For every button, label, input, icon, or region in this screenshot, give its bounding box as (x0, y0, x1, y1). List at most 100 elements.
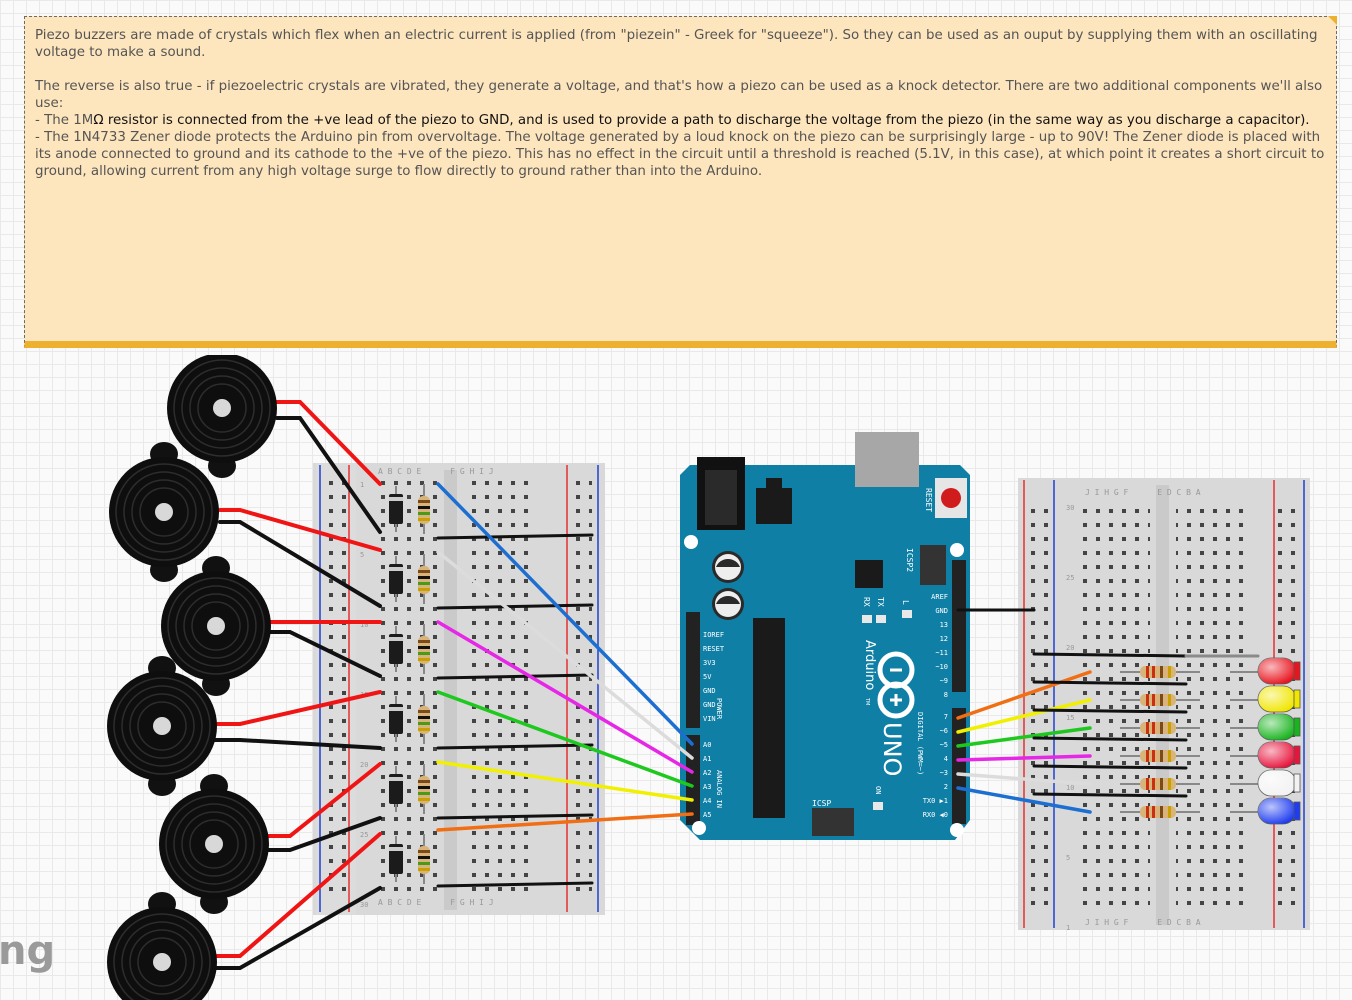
analog-header (686, 735, 700, 825)
arduino-brand: Arduino (862, 640, 877, 690)
piezo-buzzer (107, 892, 217, 1000)
digital-pin-label: 7 (944, 713, 948, 721)
note-corner (1328, 16, 1337, 25)
row-number: 1 (1066, 924, 1070, 932)
digital-pin-label: ~10 (935, 663, 948, 671)
note-resistor-prefix: - The 1M (35, 113, 94, 128)
resistor-1m (418, 834, 430, 884)
d4-wire (956, 754, 1092, 762)
resistor-1m (418, 764, 430, 814)
analog-pin-label: A1 (703, 755, 711, 763)
led (1230, 685, 1301, 713)
zener-diode (389, 626, 403, 672)
row-number: 20 (1066, 644, 1074, 652)
uno-model: UNO (878, 722, 906, 776)
led-resistor (1120, 722, 1200, 734)
piezos-layer (107, 355, 277, 1000)
row-number: 10 (360, 621, 368, 629)
digital-pin-label: RX0 ◀0 (923, 811, 948, 819)
icsp2-header (920, 545, 946, 585)
piezo-lead-wire (266, 630, 382, 678)
row-number: 30 (1066, 504, 1074, 512)
trademark: TM (864, 697, 870, 705)
piezo-center (153, 717, 171, 735)
analog-pin-label: A2 (703, 769, 711, 777)
resistor-1m (418, 554, 430, 604)
row-number: 25 (360, 831, 368, 839)
digital-pin-label: ~3 (940, 769, 948, 777)
led-resistor (1120, 750, 1200, 762)
piezo-lead-wire (213, 832, 382, 958)
note-text: Piezo buzzers are made of crystals which… (35, 27, 1325, 180)
d5-wire (956, 726, 1092, 748)
digital-pin-label: ~11 (935, 649, 948, 657)
led (1230, 769, 1301, 797)
power-pin-label: 3V3 (703, 659, 716, 667)
row-number: 10 (1066, 784, 1074, 792)
description-note: Piezo buzzers are made of crystals which… (24, 16, 1337, 348)
piezo-buzzer (161, 556, 271, 696)
digital-header-high (952, 560, 966, 692)
piezo-lead-wire (266, 762, 382, 838)
piezo-lead-wire (213, 886, 382, 970)
note-paragraph-1: Piezo buzzers are made of crystals which… (35, 28, 1322, 60)
analog-pin-label: A4 (703, 797, 711, 805)
arduino-pin-labels: IOREFRESET3V35VGNDGNDVINA0A1A2A3A4A5AREF… (703, 593, 948, 819)
breadboard-left: A B C D E F G H I J A B C D E F G H I J … (313, 463, 605, 915)
piezo-center (155, 503, 173, 521)
row-number: 5 (360, 551, 364, 559)
analog-in-label: ANALOG IN (715, 770, 723, 808)
led-ground-jumper (1032, 764, 1188, 770)
breadboard-right-cols-top: J I H G F E D C B A (1085, 488, 1201, 497)
power-pin-label: VIN (703, 715, 716, 723)
piezo-buzzer (107, 656, 217, 796)
power-header (686, 612, 700, 728)
digital-header-low (952, 708, 966, 824)
rx-label: RX (862, 597, 871, 607)
components-layer (389, 484, 1301, 884)
piezo-buzzer (159, 774, 269, 914)
power-pin-label: IOREF (703, 631, 724, 639)
a2-wire (436, 620, 694, 774)
digital-pin-label: 4 (944, 755, 948, 763)
a4-wire (436, 760, 694, 802)
d7-wire (956, 670, 1092, 720)
led (1230, 741, 1301, 769)
icsp-label: ICSP (812, 799, 831, 808)
led-ground-jumper (1032, 708, 1188, 714)
arduino-uno-board: RESET ICSP2 TX RX L Arduino TM UNO ON IC… (680, 432, 970, 840)
resistor-1m (418, 624, 430, 674)
digital-pin-label: 2 (944, 783, 948, 791)
piezo-lead-wire (213, 690, 382, 726)
note-zener-line: - The 1N4733 Zener diode protects the Ar… (35, 130, 1329, 179)
digital-pin-label: GND (935, 607, 948, 615)
analog-pin-label: A0 (703, 741, 711, 749)
zener-diode (389, 766, 403, 812)
piezo-center (213, 399, 231, 417)
power-pin-label: GND (703, 687, 716, 695)
analog-pin-label: A3 (703, 783, 711, 791)
ground-jumper-wire (436, 603, 594, 610)
piezo-lead-wire (275, 400, 382, 486)
atmega16u2-chip (855, 560, 883, 588)
row-number: 1 (360, 481, 364, 489)
breadboard-left-cols-bottom: A B C D E F G H I J (378, 898, 494, 907)
led (1230, 713, 1301, 741)
ground-jumper-wire (436, 533, 594, 540)
icsp-header (812, 808, 854, 836)
zener-diode (389, 696, 403, 742)
led-resistor (1120, 694, 1200, 706)
digital-pin-label: ~9 (940, 677, 948, 685)
piezo-lead-wire (266, 816, 382, 852)
led-resistor (1120, 778, 1200, 790)
a5-wire (436, 812, 694, 832)
voltage-regulator (756, 488, 792, 524)
row-number: 30 (360, 901, 368, 909)
reset-button-cap (941, 488, 961, 508)
logo-text: ng (0, 928, 56, 974)
digital-pin-label: 8 (944, 691, 948, 699)
digital-label: DIGITAL (PWM=~) (916, 712, 924, 775)
piezo-lead-wire (218, 520, 382, 608)
digital-pin-label: AREF (931, 593, 948, 601)
piezo-center (207, 617, 225, 635)
